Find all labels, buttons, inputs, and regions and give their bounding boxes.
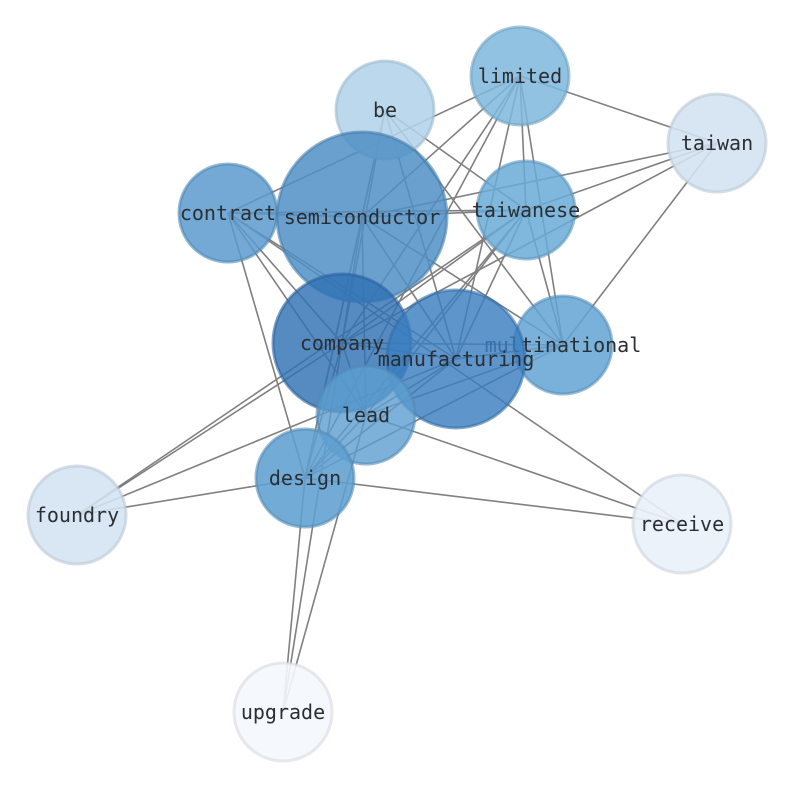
node-label-foundry: foundry [35,503,119,527]
node-circle-lead [315,364,417,466]
nodes-layer: upgrade receive foundry taiwan be limited cont… [26,25,768,763]
node-label-lead: lead [342,403,390,427]
node-label-contract: contract [180,201,276,225]
node-limited[interactable]: limited [469,25,571,127]
node-design[interactable]: design [254,427,356,529]
node-semiconductor[interactable]: semiconductor [275,130,449,304]
node-circle-upgrade [232,661,334,763]
node-circle-receive [631,473,733,575]
node-circle-manufacturing [385,288,527,430]
node-label-receive: receive [640,512,724,536]
node-label-manufacturing: manufacturing [378,347,535,371]
edge-lead-receive [365,414,683,525]
node-lead[interactable]: lead [315,364,417,466]
node-label-company: company [300,331,384,355]
node-circle-taiwan [666,92,768,194]
node-label-upgrade: upgrade [241,700,325,724]
node-circle-limited [469,25,571,127]
node-label-limited: limited [478,64,562,88]
node-manufacturing[interactable]: manufacturing [378,288,535,430]
node-taiwanese[interactable]: taiwanese [472,159,580,261]
node-foundry[interactable]: foundry [26,464,128,566]
node-label-taiwanese: taiwanese [472,198,580,222]
node-label-be: be [373,98,397,122]
edge-design-receive [304,477,683,525]
node-circle-foundry [26,464,128,566]
node-label-semiconductor: semiconductor [284,205,441,229]
node-contract[interactable]: contract [177,162,279,264]
node-taiwan[interactable]: taiwan [666,92,768,194]
node-label-design: design [269,466,341,490]
node-label-taiwan: taiwan [681,131,753,155]
node-receive[interactable]: receive [631,473,733,575]
node-upgrade[interactable]: upgrade [232,661,334,763]
node-circle-design [254,427,356,529]
node-circle-taiwanese [475,159,577,261]
